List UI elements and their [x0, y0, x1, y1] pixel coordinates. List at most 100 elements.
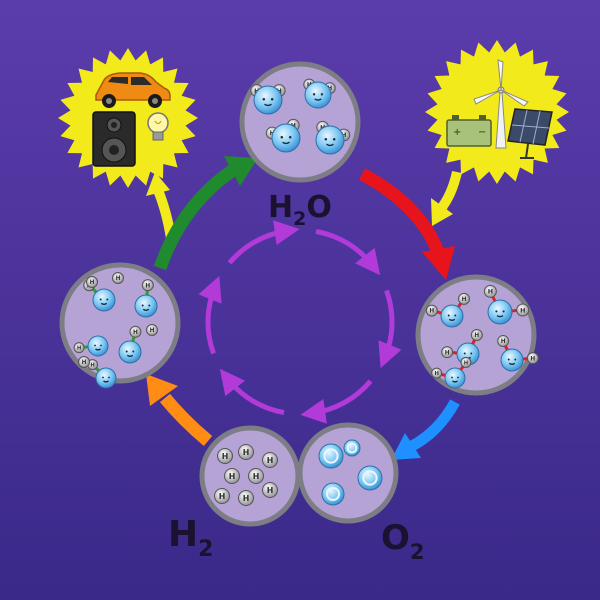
oxygen-molecule — [343, 439, 361, 457]
svg-text:H: H — [243, 494, 250, 503]
red-arrow — [358, 168, 455, 280]
svg-text:H: H — [90, 280, 95, 286]
hydrogen-atom: H — [112, 272, 124, 284]
svg-text:H: H — [445, 350, 450, 356]
speaker-icon — [92, 111, 136, 167]
oxygen-bubble — [297, 422, 399, 524]
hydrogen-atom: H — [238, 490, 254, 506]
svg-text:H: H — [488, 289, 493, 296]
svg-text:H: H — [434, 371, 438, 377]
hydrogen-atom: H — [224, 468, 240, 484]
oxygen-molecule — [304, 81, 332, 109]
hydrogen-atom: H — [262, 452, 278, 468]
oxygen-molecule — [318, 443, 344, 469]
hydrogen-atom: H — [425, 304, 438, 317]
oxygen-molecule — [487, 299, 513, 325]
oxygen-molecule — [500, 348, 524, 372]
hydrogen-atom: H — [483, 284, 497, 298]
green-arrow — [153, 156, 258, 271]
battery-icon: + − — [446, 115, 492, 147]
svg-text:H: H — [267, 456, 274, 465]
blue-arrow — [391, 399, 460, 460]
oxygen-molecule — [357, 465, 383, 491]
inner-cycle-arrow — [198, 275, 222, 355]
hydrogen-atom: H — [217, 448, 233, 464]
car-icon — [95, 72, 171, 108]
oxygen-molecule — [271, 123, 301, 153]
svg-text:H: H — [145, 283, 150, 289]
svg-text:H: H — [90, 362, 94, 368]
svg-text:H: H — [243, 448, 250, 457]
svg-text:H: H — [133, 330, 138, 336]
oxygen-molecule — [134, 294, 158, 318]
label-oxygen: O2 — [381, 518, 425, 564]
svg-text:H: H — [501, 339, 506, 345]
molecule-bubbles: HHHHHHHHHHHHHHHHHHHHHHHHHHHHHHHHHHH — [59, 61, 539, 527]
hydrogen-atom: H — [146, 324, 158, 336]
svg-text:H: H — [219, 492, 226, 501]
svg-text:H: H — [267, 486, 274, 495]
energy-in-arrow — [431, 170, 462, 226]
inner-cycle-arrow — [315, 228, 381, 276]
hydrogen-atom: H — [470, 329, 483, 342]
label-hydrogen: H2 — [168, 514, 213, 562]
hydrogen-atom: H — [516, 303, 530, 317]
solar-panel-icon — [507, 108, 553, 159]
svg-text:H: H — [520, 307, 525, 314]
hydrogen-atom: H — [129, 325, 142, 338]
hydrogen-atom: H — [73, 342, 85, 354]
svg-text:H: H — [77, 346, 81, 352]
svg-text:H: H — [462, 297, 467, 303]
oxygen-molecule — [444, 367, 466, 389]
svg-text:H: H — [530, 356, 535, 362]
inner-cycle-arrow — [227, 220, 300, 265]
hydrogen-atom: H — [214, 488, 230, 504]
hydrogen-atom: H — [460, 356, 472, 368]
oxygen-molecule — [92, 288, 116, 312]
svg-text:H: H — [82, 360, 87, 366]
wind-turbine-icon — [473, 59, 529, 149]
sun-burst-right — [425, 40, 569, 184]
hydrogen-atom: H — [86, 276, 98, 288]
svg-text:+: + — [453, 127, 461, 138]
oxygen-molecule — [321, 482, 345, 506]
hydrogen-atom: H — [457, 292, 470, 305]
splitting-bubble: H H H H H H H H H H — [415, 274, 539, 396]
svg-text:H: H — [429, 309, 434, 315]
oxygen-molecule — [95, 367, 117, 389]
hydrogen-atom: H — [238, 444, 254, 460]
inner-cycle — [198, 220, 402, 424]
orange-arrow — [146, 374, 213, 446]
hydrogen-atom: H — [141, 279, 154, 292]
svg-text:H: H — [229, 472, 236, 481]
hydrogen-atom: H — [262, 482, 278, 498]
oxygen-molecule — [87, 335, 109, 357]
label-water: H2O — [268, 190, 332, 230]
svg-text:H: H — [253, 472, 260, 481]
svg-text:H: H — [474, 333, 479, 339]
inner-cycle-arrow — [300, 379, 373, 424]
hydrogen-atom: H — [431, 367, 443, 379]
svg-text:H: H — [464, 360, 468, 366]
oxygen-molecule — [253, 85, 283, 115]
inner-cycle-arrow — [378, 289, 402, 369]
oxygen-molecule — [440, 304, 464, 328]
svg-text:H: H — [222, 452, 229, 461]
hydrogen-atom: H — [78, 356, 90, 368]
hydrogen-atom: H — [248, 468, 264, 484]
oxygen-molecule — [315, 125, 345, 155]
oxygen-molecule — [118, 340, 142, 364]
hydrogen-atom: H — [526, 352, 539, 365]
svg-text:H: H — [150, 328, 155, 334]
svg-text:−: − — [478, 127, 486, 138]
lightbulb-icon — [147, 112, 169, 141]
inner-cycle-arrow — [219, 368, 285, 416]
hydrogen-atom: H — [497, 335, 510, 348]
hydrogen-atom: H — [441, 346, 454, 359]
svg-text:H: H — [116, 276, 121, 282]
